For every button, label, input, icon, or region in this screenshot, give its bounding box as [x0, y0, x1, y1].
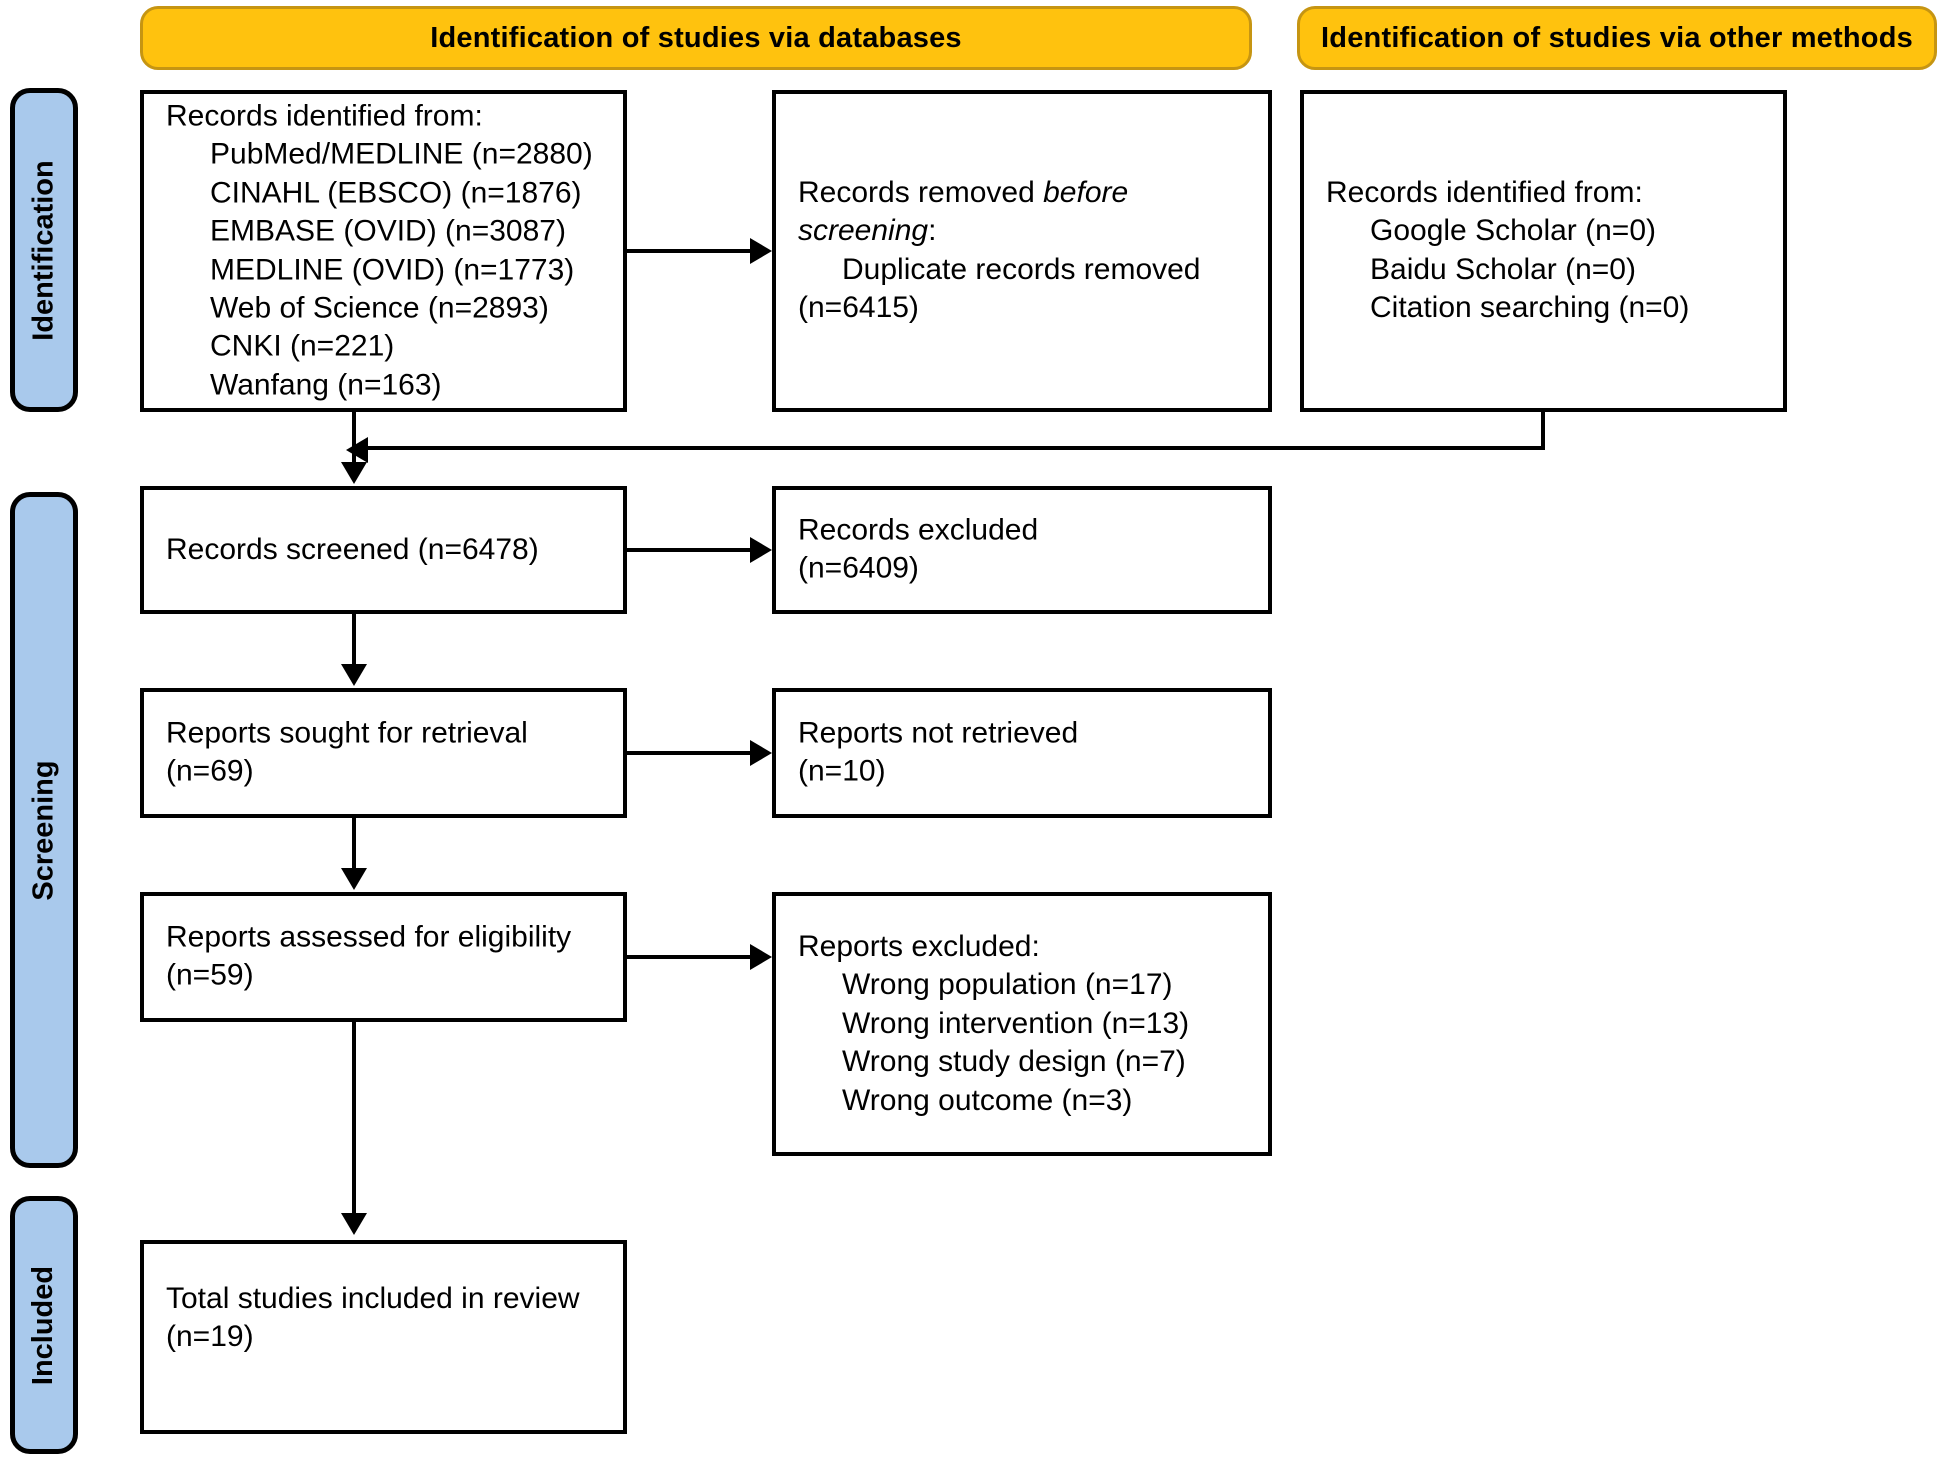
list-item: Web of Science (n=2893): [210, 291, 549, 325]
box-reports-excluded: Reports excluded: Wrong population (n=17…: [772, 892, 1272, 1156]
heading: Reports excluded:: [798, 930, 1040, 964]
connector-sought-to-assessed: [352, 818, 356, 870]
heading-italic: before screening: [798, 176, 1129, 248]
connector-assessed-to-excluded: [627, 955, 752, 959]
heading: Records removed before screening:: [798, 174, 1254, 251]
box-records-excluded: Records excluded (n=6409): [772, 486, 1272, 614]
banner-other-methods-label: Identification of studies via other meth…: [1321, 21, 1913, 54]
list-item: Duplicate records removed: [842, 253, 1201, 286]
list-item: Google Scholar (n=0): [1370, 214, 1656, 248]
list-item: Citation searching (n=0): [1370, 291, 1690, 325]
arrowhead-sought-to-assessed: [341, 868, 367, 890]
text-line: Total studies included in review: [166, 1282, 580, 1315]
text-line: (n=19): [166, 1320, 254, 1354]
connector-other-down: [1541, 412, 1545, 450]
stage-label-identification: Identification: [10, 88, 78, 412]
heading: Records identified from:: [166, 99, 483, 133]
connector-assessed-to-included: [352, 1022, 356, 1217]
banner-other-methods: Identification of studies via other meth…: [1297, 6, 1937, 70]
list-item: Wrong outcome (n=3): [842, 1083, 1133, 1117]
box-total-included: Total studies included in review (n=19): [140, 1240, 627, 1434]
banner-databases-label: Identification of studies via databases: [430, 21, 962, 54]
arrowhead-assessed-to-included: [341, 1213, 367, 1235]
connector-sought-to-not-retrieved: [627, 751, 752, 755]
box-records-screened: Records screened (n=6478): [140, 486, 627, 614]
list-item: MEDLINE (OVID) (n=1773): [210, 253, 575, 286]
box-reports-assessed: Reports assessed for eligibility (n=59): [140, 892, 627, 1022]
stage-label-screening-text: Screening: [27, 759, 60, 901]
box-records-identified-databases: Records identified from: PubMed/MEDLINE …: [140, 90, 627, 412]
box-reports-sought: Reports sought for retrieval (n=69): [140, 688, 627, 818]
list-item: Wrong intervention (n=13): [842, 1006, 1190, 1040]
box-records-removed: Records removed before screening: Duplic…: [772, 90, 1272, 412]
box-records-identified-other-content: Records identified from: Google Scholar …: [1326, 174, 1769, 328]
heading-colon: :: [928, 214, 937, 248]
box-reports-excluded-content: Reports excluded: Wrong population (n=17…: [798, 928, 1254, 1120]
list-item: EMBASE (OVID) (n=3087): [210, 214, 566, 248]
connector-identified-to-removed: [627, 249, 752, 253]
stage-label-included-text: Included: [27, 1265, 60, 1385]
box-reports-not-retrieved: Reports not retrieved (n=10): [772, 688, 1272, 818]
text-line: (n=69): [166, 755, 254, 788]
connector-other-left: [368, 446, 1545, 450]
box-records-screened-content: Records screened (n=6478): [166, 531, 609, 569]
box-reports-sought-content: Reports sought for retrieval (n=69): [166, 715, 609, 792]
list-item: Baidu Scholar (n=0): [1370, 253, 1636, 286]
arrowhead-screened-to-excluded: [750, 537, 772, 563]
list-item: PubMed/MEDLINE (n=2880): [210, 137, 593, 171]
arrowhead-identified-to-removed: [750, 238, 772, 264]
list-item: CNKI (n=221): [210, 329, 395, 363]
arrowhead-identified-to-screened: [341, 462, 367, 484]
text-line: Records excluded: [798, 513, 1039, 547]
box-records-identified-other: Records identified from: Google Scholar …: [1300, 90, 1787, 412]
text-line: Reports assessed for eligibility: [166, 920, 572, 954]
list-item: CINAHL (EBSCO) (n=1876): [210, 176, 582, 210]
list-item: Wanfang (n=163): [210, 368, 442, 402]
arrowhead-other-into-spine: [346, 437, 368, 463]
text-line: Records screened (n=6478): [166, 532, 539, 566]
connector-screened-to-sought: [352, 614, 356, 666]
text-line: Reports not retrieved: [798, 716, 1079, 750]
banner-databases: Identification of studies via databases: [140, 6, 1252, 70]
list-item: (n=6415): [798, 291, 919, 325]
text-line: (n=6409): [798, 552, 919, 585]
arrowhead-sought-to-not-retrieved: [750, 740, 772, 766]
heading: Records identified from:: [1326, 176, 1643, 210]
box-records-removed-content: Records removed before screening: Duplic…: [798, 174, 1254, 328]
box-reports-assessed-content: Reports assessed for eligibility (n=59): [166, 919, 609, 996]
stage-label-included: Included: [10, 1196, 78, 1454]
connector-screened-to-excluded: [627, 548, 752, 552]
stage-label-screening: Screening: [10, 492, 78, 1168]
box-total-included-content: Total studies included in review (n=19): [166, 1244, 609, 1357]
heading-plain: Records removed: [798, 176, 1044, 210]
arrowhead-assessed-to-excluded: [750, 944, 772, 970]
arrowhead-screened-to-sought: [341, 664, 367, 686]
stage-label-identification-text: Identification: [27, 159, 60, 341]
text-line: Reports sought for retrieval: [166, 716, 528, 750]
list-item: Wrong study design (n=7): [842, 1045, 1186, 1079]
box-records-identified-databases-content: Records identified from: PubMed/MEDLINE …: [166, 97, 609, 404]
text-line: (n=59): [166, 959, 254, 992]
box-records-excluded-content: Records excluded (n=6409): [798, 512, 1254, 589]
text-line: (n=10): [798, 755, 886, 788]
box-reports-not-retrieved-content: Reports not retrieved (n=10): [798, 715, 1254, 792]
list-item: Wrong population (n=17): [842, 968, 1173, 1002]
